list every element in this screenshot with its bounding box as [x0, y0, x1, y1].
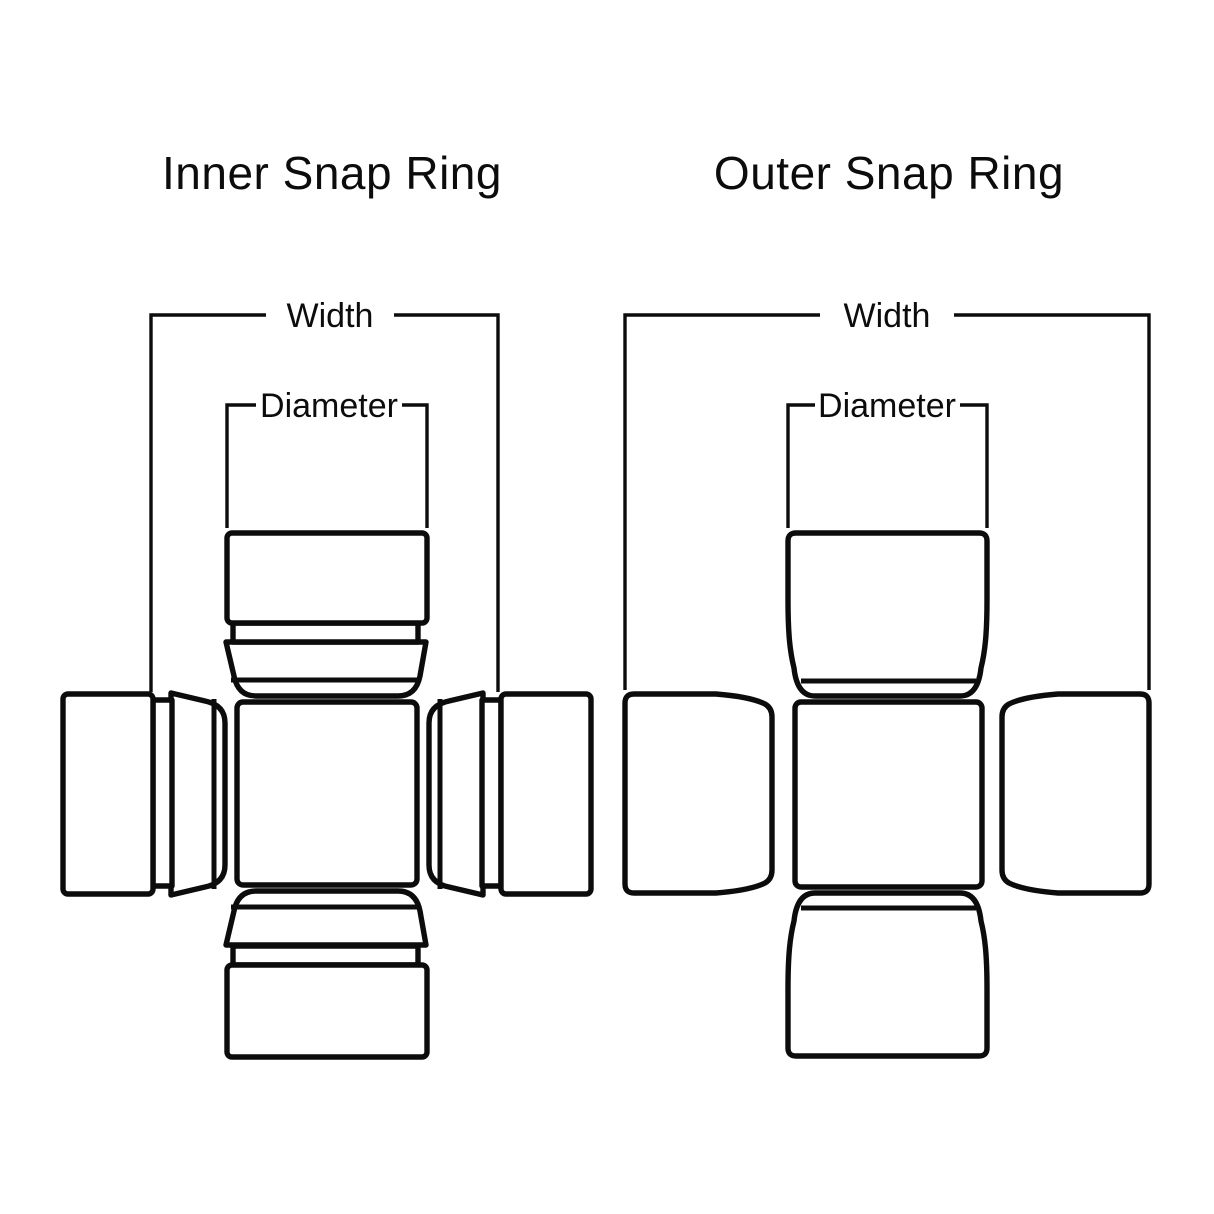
- seal-flare: [223, 888, 429, 948]
- inner-width-dimension: Width: [149, 297, 500, 692]
- diameter-bracket-right: [402, 403, 429, 528]
- bearing-cap: [224, 962, 430, 1060]
- left-arm: [60, 690, 228, 898]
- outer-width-dimension: Width: [623, 297, 1151, 690]
- bearing-cap: [785, 890, 990, 1059]
- center-body: [792, 699, 985, 890]
- bearing-cap: [60, 691, 156, 897]
- right-arm: [999, 691, 1152, 896]
- snap-ring-groove: [230, 943, 421, 968]
- width-dimension-label: Width: [844, 297, 931, 335]
- width-bracket-right: [394, 313, 500, 692]
- outer-diagram-title: Outer Snap Ring: [714, 147, 1064, 199]
- bearing-cap: [622, 691, 775, 896]
- seal-flare: [168, 690, 228, 898]
- diameter-bracket-left: [225, 403, 256, 528]
- bottom-arm: [223, 888, 430, 1060]
- inner-diameter-dimension: Diameter: [225, 387, 429, 528]
- snap-ring-groove: [479, 697, 504, 889]
- snap-ring-groove: [150, 697, 175, 889]
- top-arm: [223, 530, 430, 699]
- diameter-dimension-label: Diameter: [818, 387, 956, 425]
- right-arm: [426, 690, 594, 898]
- width-bracket-left: [623, 313, 820, 690]
- width-bracket-right: [954, 313, 1151, 690]
- left-arm: [622, 691, 775, 896]
- outer-snap-ring-diagram: Outer Snap Ring Width Diameter: [622, 147, 1152, 1059]
- bearing-cap: [224, 530, 430, 626]
- bearing-cap: [498, 691, 594, 897]
- diameter-bracket-right: [960, 403, 989, 528]
- top-arm: [785, 530, 990, 699]
- outer-diameter-dimension: Diameter: [786, 387, 989, 528]
- width-bracket-left: [149, 313, 266, 692]
- inner-diagram-title: Inner Snap Ring: [162, 147, 502, 199]
- bearing-cap: [785, 530, 990, 699]
- bottom-arm: [785, 890, 990, 1059]
- diameter-bracket-left: [786, 403, 815, 528]
- snap-ring-groove: [230, 620, 421, 645]
- center-body: [234, 699, 420, 888]
- seal-flare: [223, 639, 429, 699]
- seal-flare: [426, 690, 486, 898]
- diameter-dimension-label: Diameter: [260, 387, 398, 425]
- width-dimension-label: Width: [287, 297, 374, 335]
- bearing-cap: [999, 691, 1152, 896]
- inner-snap-ring-diagram: Inner Snap Ring Width Diameter: [60, 147, 594, 1060]
